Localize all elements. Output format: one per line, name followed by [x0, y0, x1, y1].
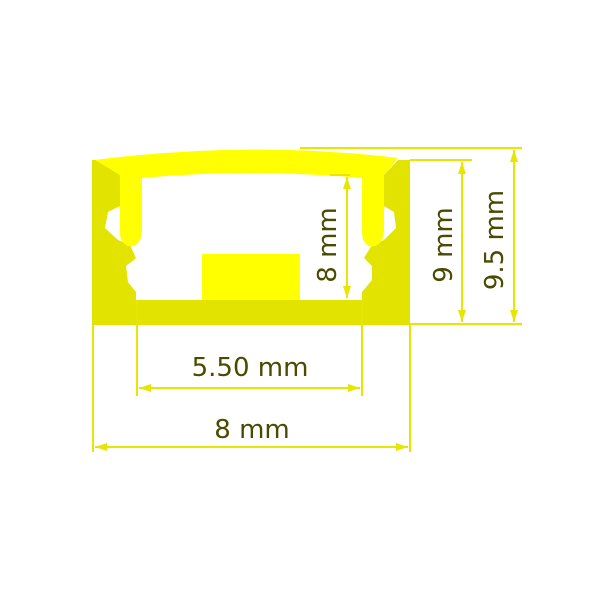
led-chip	[202, 254, 300, 300]
profile-body	[92, 160, 410, 325]
label-profile-height: 9 mm	[429, 207, 459, 282]
dimension-arrows	[95, 150, 518, 451]
dimension-lines	[92, 147, 522, 452]
diffuser-cover	[95, 149, 398, 247]
label-inner-width: 5.50 mm	[192, 353, 309, 383]
label-outer-width: 8 mm	[214, 415, 289, 445]
label-total-height: 9.5 mm	[480, 190, 510, 290]
label-inner-height: 8 mm	[313, 207, 343, 282]
